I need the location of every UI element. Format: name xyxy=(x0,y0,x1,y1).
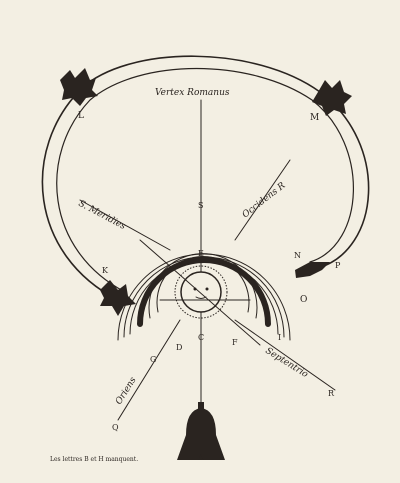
sun-rays xyxy=(174,265,228,319)
comet-k xyxy=(100,280,136,316)
letter-l: L xyxy=(78,111,84,121)
inner-ring-2 xyxy=(156,256,250,313)
bell-top xyxy=(198,402,204,410)
letter-n: N xyxy=(294,251,301,260)
inner-ring-1 xyxy=(148,253,258,319)
letter-m: M xyxy=(310,113,319,123)
letter-g: G xyxy=(150,355,156,364)
label-occidens: Occidens R xyxy=(241,181,288,221)
diagonal-line-1 xyxy=(139,239,261,346)
letter-c: C xyxy=(198,333,204,342)
comet-n xyxy=(295,262,330,278)
letter-k: K xyxy=(102,266,109,275)
shaded-ring xyxy=(137,257,271,327)
meridies-line xyxy=(79,199,171,251)
inner-loop-arc xyxy=(56,67,354,293)
letter-d: D xyxy=(176,343,182,352)
label-meridies: S. Meridies xyxy=(77,199,128,232)
letter-q: Q xyxy=(112,423,119,432)
septentrio-line xyxy=(234,319,336,391)
comet-l xyxy=(60,68,98,106)
letter-a: A xyxy=(197,453,204,462)
letter-p: P xyxy=(335,261,341,270)
letter-r: R xyxy=(328,389,335,398)
bell-figure xyxy=(177,408,225,460)
label-septentrio: Septentrio xyxy=(263,346,310,380)
comet-m xyxy=(312,80,352,116)
letter-f: F xyxy=(232,338,238,347)
occidens-line xyxy=(234,159,291,241)
oriens-line xyxy=(117,319,181,421)
label-oriens: Oriens xyxy=(114,375,139,406)
outer-loop-arc xyxy=(41,55,370,301)
letter-e: E xyxy=(198,249,204,258)
figure-caption: Les lettres B et H manquent. xyxy=(50,456,139,463)
sun-eye-right xyxy=(205,287,209,291)
letter-s: S xyxy=(198,201,203,210)
letter-o: O xyxy=(300,295,307,305)
label-vertex: Vertex Romanus xyxy=(155,88,230,98)
letter-i: I xyxy=(278,333,281,342)
